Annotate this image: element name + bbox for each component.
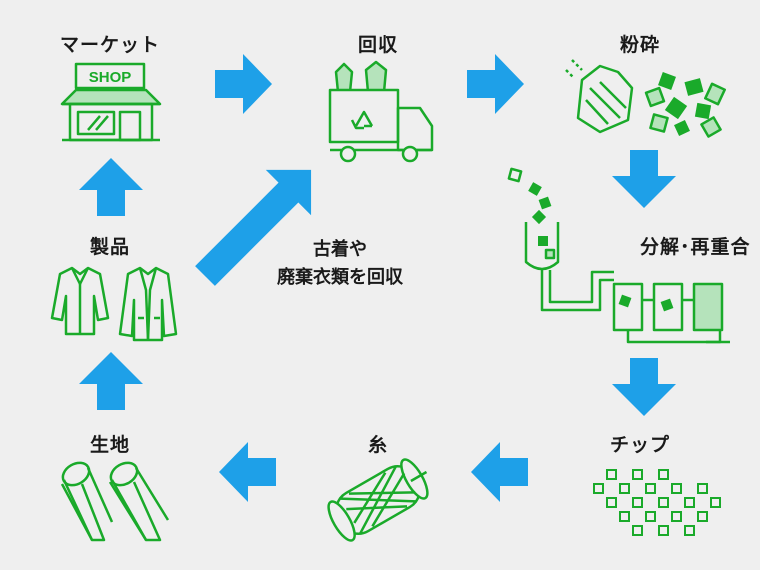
arrow-up-icon xyxy=(79,352,143,410)
step-label-chips: チップ xyxy=(609,434,671,456)
center-note: 古着や 廃棄衣類を回収 xyxy=(277,236,403,292)
step-label-decomposition: 分解･再重合 xyxy=(640,236,751,258)
clothing-icon xyxy=(50,266,178,342)
arrow-right-icon xyxy=(467,54,524,114)
yarn-spool-icon xyxy=(327,458,429,542)
step-label-fabric: 生地 xyxy=(89,434,131,456)
arrow-diagonal-icon xyxy=(195,169,312,286)
recycle-truck-icon xyxy=(328,60,434,163)
arrow-left-icon xyxy=(471,442,528,502)
step-label-market: マーケット xyxy=(59,34,161,56)
arrow-down-icon xyxy=(612,150,676,208)
shop-icon xyxy=(60,62,162,142)
step-label-crushing: 粉砕 xyxy=(619,34,661,56)
center-note-line2: 廃棄衣類を回収 xyxy=(277,267,403,288)
step-label-products: 製品 xyxy=(89,236,131,258)
chips-icon xyxy=(593,469,721,536)
arrow-right-icon xyxy=(215,54,272,114)
chemical-plant-icon xyxy=(507,167,730,344)
arrow-left-icon xyxy=(219,442,276,502)
shop-sign-text: SHOP xyxy=(89,69,132,86)
arrow-down-icon xyxy=(612,358,676,416)
arrow-up-icon xyxy=(79,158,143,216)
fabric-roll-icon xyxy=(60,461,170,542)
crushed-clothes-icon xyxy=(565,59,726,138)
step-label-collection: 回収 xyxy=(357,34,399,56)
step-label-yarn: 糸 xyxy=(367,434,389,456)
center-note-line1: 古着や xyxy=(313,239,367,260)
